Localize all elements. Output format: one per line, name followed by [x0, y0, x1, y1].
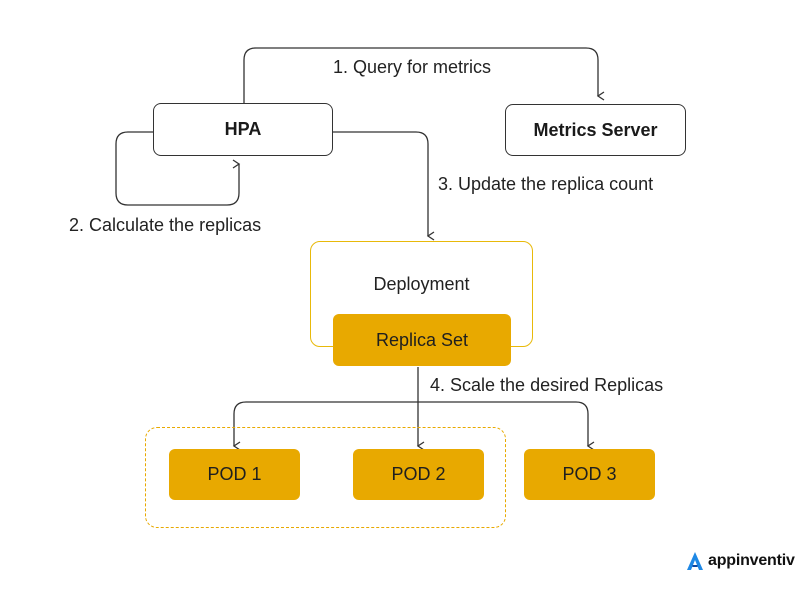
step-scale-label: 4. Scale the desired Replicas — [430, 375, 664, 395]
pod-1-label: POD 1 — [207, 464, 262, 484]
replica-set-label: Replica Set — [375, 329, 469, 350]
step-query-label: 1. Query for metrics — [333, 57, 492, 77]
brand-name: appinventiv — [708, 552, 795, 569]
pod-3-label: POD 3 — [562, 464, 617, 484]
pod-2-label: POD 2 — [391, 464, 446, 484]
update-arrow — [332, 131, 435, 241]
replica-set-node: Replica Set — [333, 314, 511, 366]
step-update-label: 3. Update the replica count — [438, 174, 654, 194]
hpa-label: HPA — [224, 119, 262, 139]
pod-group-outline — [145, 427, 506, 528]
calculate-loop-arrow — [115, 131, 241, 206]
brand-logo: appinventiv — [686, 551, 795, 571]
metrics-server-label: Metrics Server — [533, 119, 658, 140]
step-calculate-label: 2. Calculate the replicas — [69, 215, 262, 235]
appinventiv-logo-icon — [687, 552, 703, 570]
scale-branch-left — [232, 401, 418, 451]
query-arrow — [243, 47, 605, 103]
deployment-label: Deployment — [373, 274, 470, 294]
pod-1-node: POD 1 — [169, 449, 300, 500]
pod-2-node: POD 2 — [353, 449, 484, 500]
pod-3-node: POD 3 — [524, 449, 655, 500]
metrics-server-node: Metrics Server — [505, 104, 686, 156]
scale-branch-right — [418, 401, 595, 451]
hpa-node: HPA — [153, 103, 333, 156]
